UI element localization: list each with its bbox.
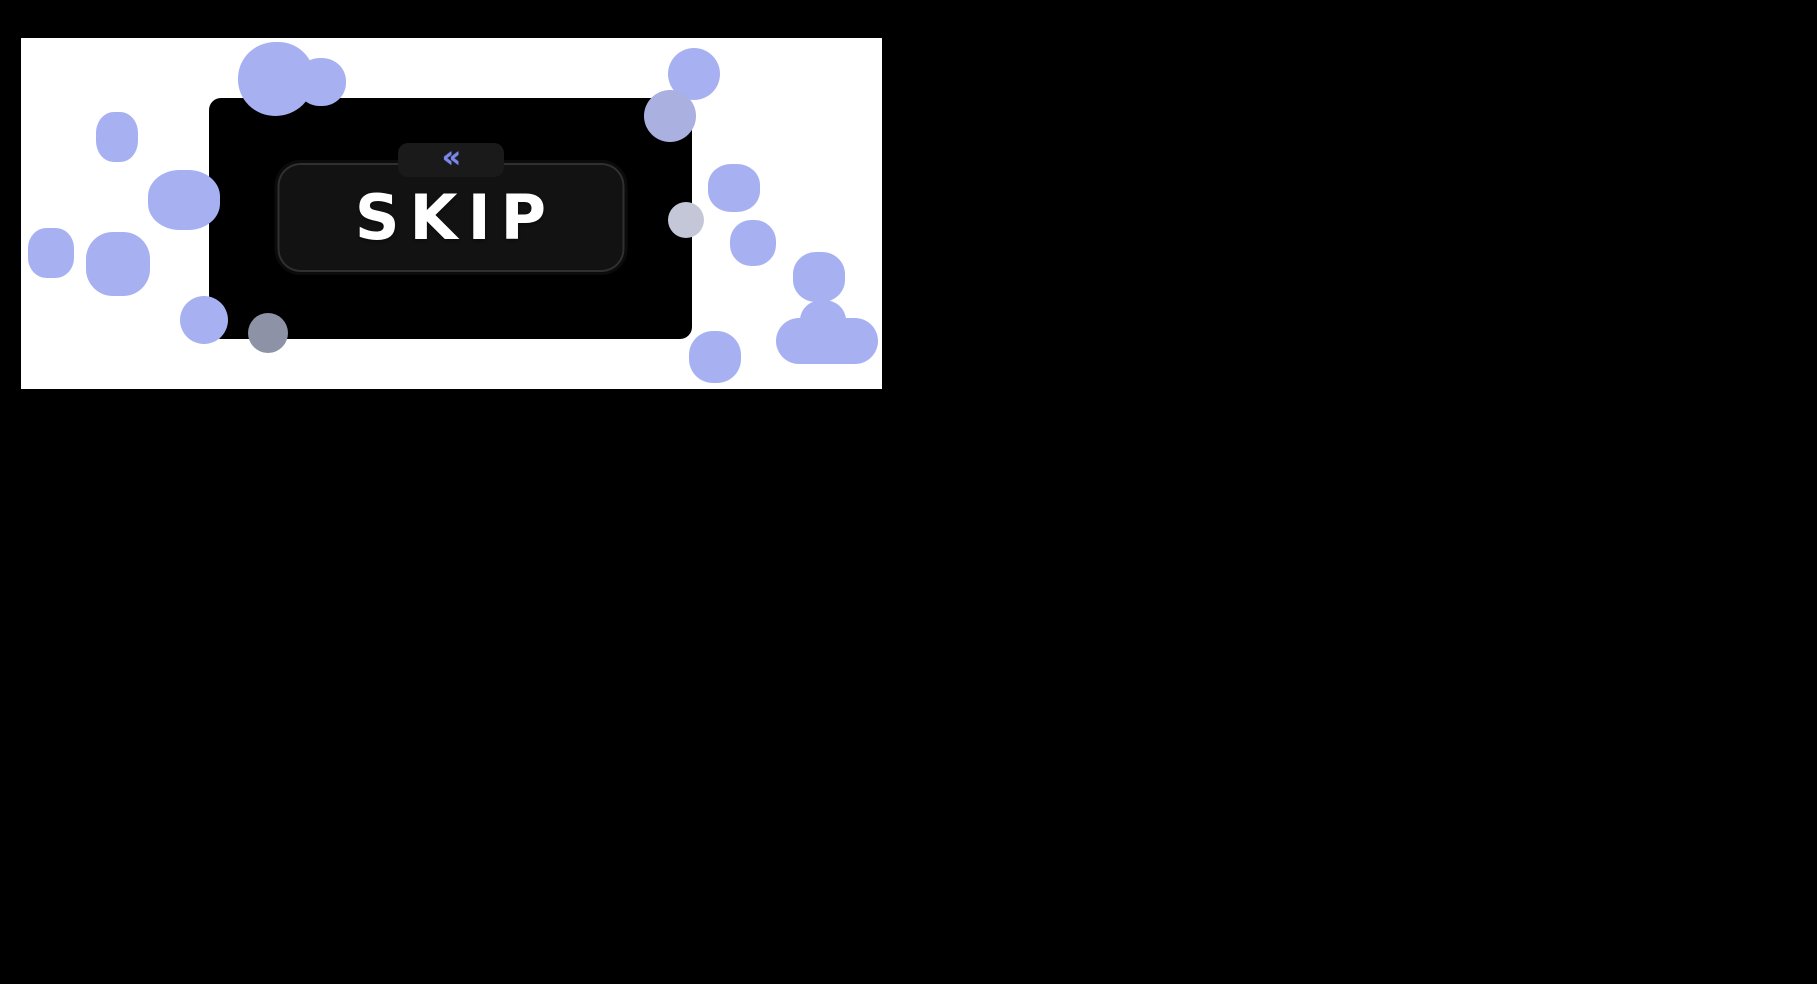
skip-button-label: SKIP	[354, 181, 557, 254]
skip-overlay: « SKIP	[209, 98, 692, 339]
double-chevron-left-icon: «	[441, 139, 461, 175]
drawing-canvas[interactable]: « SKIP	[21, 38, 882, 389]
skip-button[interactable]: SKIP	[274, 160, 627, 275]
collapse-tab[interactable]: «	[397, 139, 504, 177]
